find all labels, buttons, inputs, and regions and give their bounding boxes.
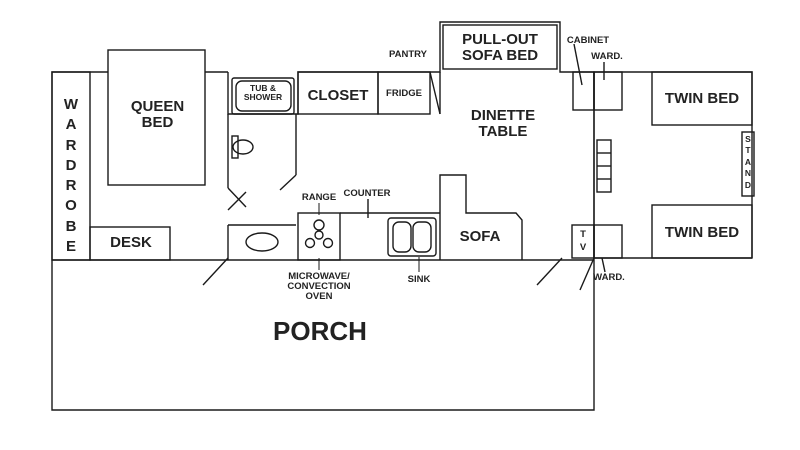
ward-top-label: WARD. xyxy=(591,51,623,62)
wardrobe-left xyxy=(51,71,91,261)
stand-label-text: S T A N D xyxy=(744,134,752,190)
dinette-label: DINETTE TABLE xyxy=(462,108,544,140)
wardrobe-label: W A R D R O B E xyxy=(61,95,81,257)
tv-leader xyxy=(579,257,595,291)
burner-2 xyxy=(304,237,316,249)
porch-stair-left xyxy=(202,257,229,286)
microwave-label-line1: MICROWAVE/ xyxy=(288,271,350,282)
ward-top xyxy=(593,71,623,111)
ward-bottom xyxy=(593,224,623,259)
ward-bottom-label: WARD. xyxy=(593,272,625,283)
tub-shower xyxy=(231,77,295,115)
desk xyxy=(89,226,171,261)
closet-label: CLOSET xyxy=(307,87,369,104)
microwave-label-line3: OVEN xyxy=(305,290,333,302)
sink-basin-2 xyxy=(412,221,432,253)
cabinet-leader xyxy=(573,43,583,86)
tub-shower-label-line2: SHOWER xyxy=(243,91,283,102)
microwave-label-line2: CONVECTION xyxy=(287,280,351,292)
microwave-label: MICROWAVE/ CONVECTION OVEN xyxy=(281,272,357,302)
sink xyxy=(387,217,437,257)
porch-label: PORCH xyxy=(273,316,367,346)
tub-shower-label: TUB & SHOWER xyxy=(232,84,294,102)
pullout-sofa xyxy=(442,24,558,70)
burner-4 xyxy=(314,230,324,240)
pullout-sofa-label-line1: PULL-OUT xyxy=(462,31,538,48)
queen-bed-label-line2: BED xyxy=(141,113,174,131)
toilet-tank xyxy=(231,135,239,159)
sofa xyxy=(439,174,523,260)
fridge xyxy=(377,71,431,115)
dinette-label-line1: DINETTE xyxy=(470,107,536,124)
toilet-bowl xyxy=(232,139,254,155)
queen-bed-label-line1: QUEEN xyxy=(130,98,185,115)
nightstand xyxy=(741,131,755,197)
pullout-sofa-label-line2: SOFA BED xyxy=(461,46,539,64)
sofa-label: SOFA xyxy=(459,228,501,245)
bath-door xyxy=(279,174,297,191)
range-label: RANGE xyxy=(301,192,337,203)
tub-basin xyxy=(235,80,292,112)
sink-basin-1 xyxy=(392,221,412,253)
dinette-label-line2: TABLE xyxy=(478,122,528,140)
queen-bed xyxy=(107,49,206,186)
tub-shower-label-line1: TUB & xyxy=(250,83,276,93)
ward-bottom-leader xyxy=(601,257,606,273)
tv-label-text: T V xyxy=(579,229,587,253)
fridge-label: FRIDGE xyxy=(386,88,422,99)
bedroom-door-2 xyxy=(227,191,247,211)
burner-1 xyxy=(313,219,325,231)
sink-label: SINK xyxy=(407,274,431,285)
wardrobe-label-text: W A R D R O B E xyxy=(63,96,79,255)
queen-bed-label: QUEEN BED xyxy=(110,99,205,131)
twin-bed-top xyxy=(651,71,753,126)
desk-label: DESK xyxy=(110,234,152,251)
tv-label: T V xyxy=(574,229,592,255)
twin-bed-top-label: TWIN BED xyxy=(664,90,740,107)
twin-bed-bottom xyxy=(651,204,753,259)
burner-3 xyxy=(322,237,334,249)
bedroom-door xyxy=(227,187,247,208)
pantry-edge xyxy=(429,71,441,115)
pantry-label: PANTRY xyxy=(389,49,427,60)
counter-label: COUNTER xyxy=(343,188,391,199)
cabinet xyxy=(572,71,595,111)
pullout-sofa-label: PULL-OUT SOFA BED xyxy=(443,32,557,64)
bath-sink xyxy=(245,232,279,252)
cabinet-label: CABINET xyxy=(566,35,610,46)
stand-label: S T A N D xyxy=(743,134,753,191)
porch-stair-right xyxy=(536,257,563,286)
twin-bed-bottom-label: TWIN BED xyxy=(664,224,740,241)
